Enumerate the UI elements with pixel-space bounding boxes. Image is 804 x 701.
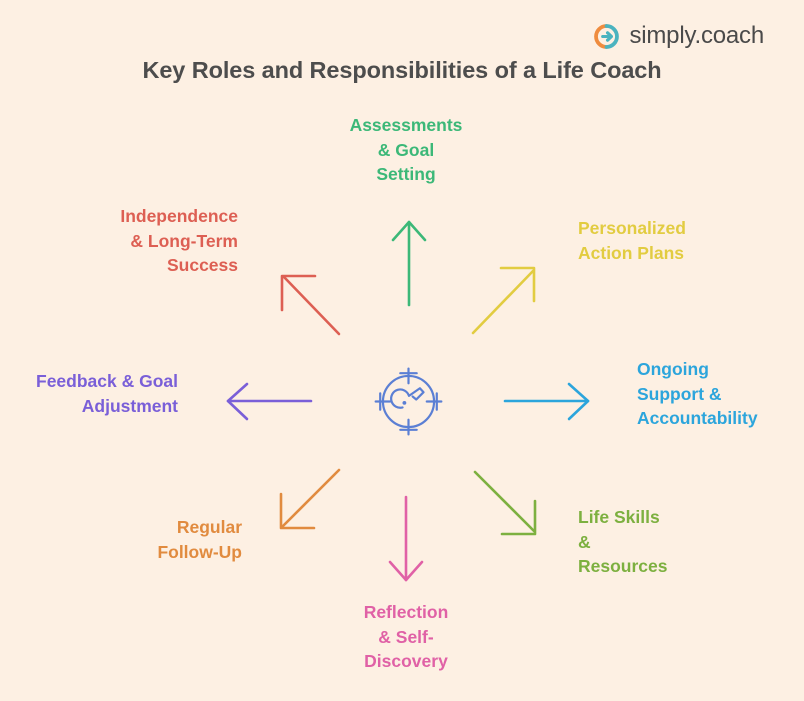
- arrow-left-feedback: [226, 382, 313, 421]
- node-label-assessments-goal-setting[interactable]: Assessments & Goal Setting: [349, 115, 463, 185]
- node-label-independence-long-term-success[interactable]: Independence & Long-Term Success: [120, 206, 238, 276]
- node-label-personalized-action-plans[interactable]: Personalized Action Plans: [578, 218, 686, 263]
- arrow-up-right-personalized: [471, 266, 536, 335]
- node-label-reflection-self-discovery[interactable]: Reflection & Self- Discovery: [363, 602, 449, 672]
- arrow-down-right-life-skills: [473, 470, 537, 536]
- arrow-up-left-independence: [280, 274, 341, 336]
- node-label-ongoing-support-accountability[interactable]: Ongoing Support & Accountability: [637, 359, 758, 429]
- node-label-regular-follow-up[interactable]: Regular Follow-Up: [157, 517, 242, 562]
- node-label-life-skills-resources[interactable]: Life Skills & Resources: [578, 507, 668, 577]
- page-title: Key Roles and Responsibilities of a Life…: [142, 57, 662, 83]
- simply-coach-circle-arrow-icon: [594, 23, 620, 49]
- arrow-right-ongoing: [503, 382, 590, 421]
- brand-name: simply.coach: [629, 22, 764, 49]
- arrow-down-left-regular-follow-up: [279, 468, 341, 530]
- brand-logo: simply.coach: [593, 18, 764, 54]
- arrow-down-reflection: [388, 495, 424, 582]
- target-key-icon: [374, 367, 443, 436]
- arrow-up-assessments: [391, 220, 427, 307]
- node-label-feedback-goal-adjustment[interactable]: Feedback & Goal Adjustment: [36, 371, 178, 416]
